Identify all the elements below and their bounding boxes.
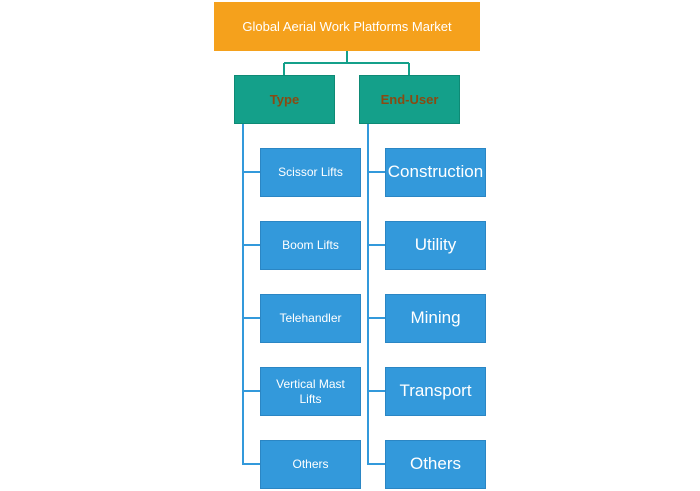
leaf-type-others: Others	[260, 440, 361, 489]
root-label: Global Aerial Work Platforms Market	[242, 18, 452, 34]
leaf-scissor-lifts: Scissor Lifts	[260, 148, 361, 197]
leaf-label: Mining	[410, 308, 461, 328]
leaf-label: Telehandler	[279, 311, 342, 326]
leaf-label: Utility	[414, 235, 457, 255]
category-label: End-User	[380, 91, 439, 107]
leaf-utility: Utility	[385, 221, 486, 270]
leaf-label: Boom Lifts	[282, 238, 339, 253]
leaf-label: Others	[409, 454, 462, 474]
leaf-label: Others	[292, 457, 329, 472]
leaf-transport: Transport	[385, 367, 486, 416]
type-connector	[242, 124, 260, 465]
leaf-boom-lifts: Boom Lifts	[260, 221, 361, 270]
leaf-label: Construction	[387, 162, 484, 182]
leaf-vertical-mast-lifts: Vertical Mast Lifts	[260, 367, 361, 416]
end-user-connector	[367, 124, 385, 465]
leaf-end-user-others: Others	[385, 440, 486, 489]
root-node: Global Aerial Work Platforms Market	[214, 2, 480, 51]
category-type: Type	[234, 75, 335, 124]
root-connector	[283, 51, 410, 75]
leaf-label: Transport	[399, 381, 472, 401]
leaf-mining: Mining	[385, 294, 486, 343]
leaf-telehandler: Telehandler	[260, 294, 361, 343]
leaf-construction: Construction	[385, 148, 486, 197]
category-end-user: End-User	[359, 75, 460, 124]
leaf-label: Vertical Mast Lifts	[276, 377, 345, 406]
leaf-label: Scissor Lifts	[278, 165, 343, 180]
category-label: Type	[269, 91, 300, 107]
